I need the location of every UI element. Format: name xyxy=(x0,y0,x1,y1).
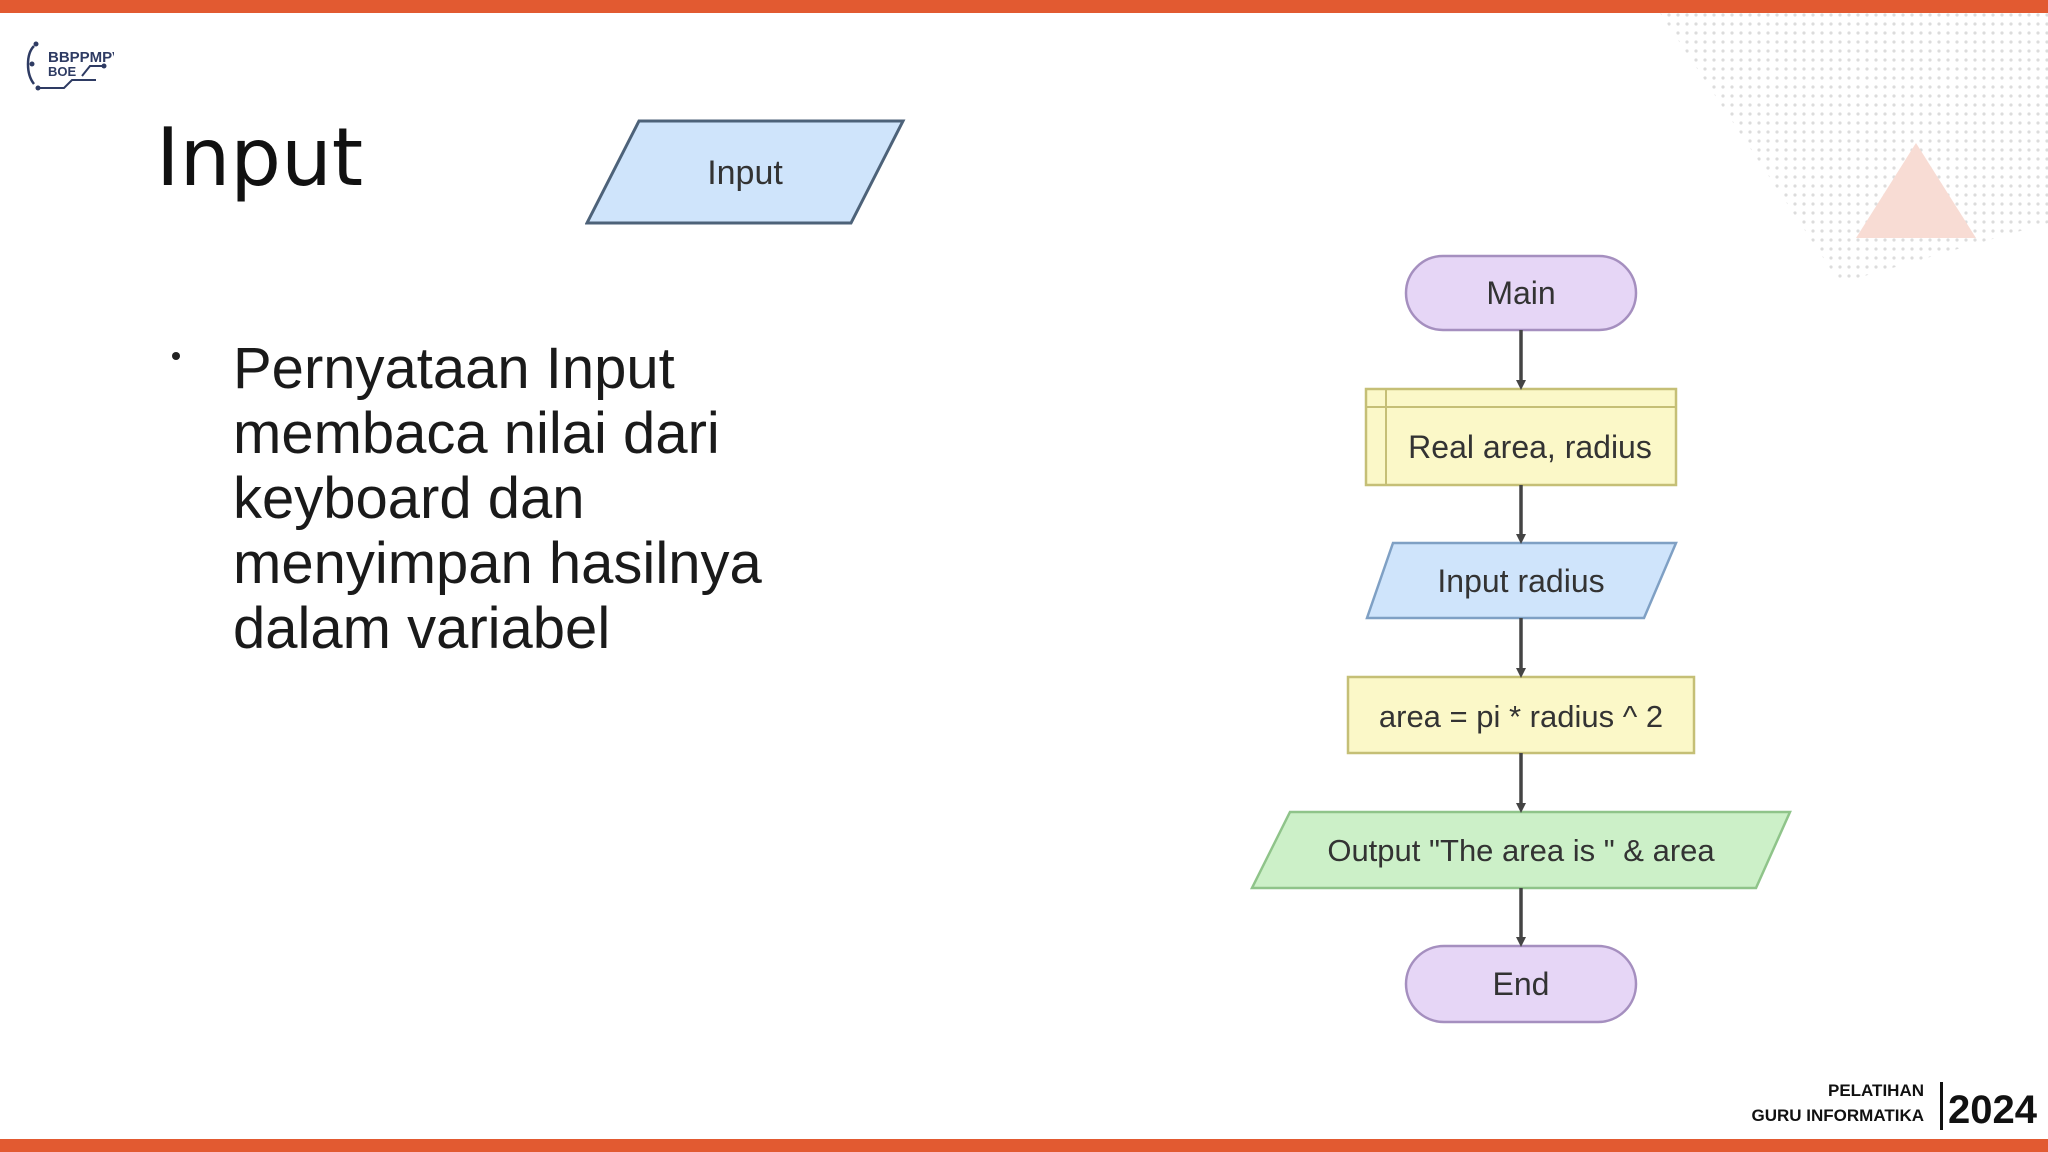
flow-node-end: End xyxy=(1404,944,1638,1024)
bullet-marker xyxy=(172,352,180,360)
flow-node-assignment-label: area = pi * radius ^ 2 xyxy=(1379,699,1663,734)
bottom-accent-bar xyxy=(0,1139,2048,1152)
flow-node-output: Output "The area is " & area xyxy=(1249,810,1792,890)
bullet-text: Pernyataan Input membaca nilai dari keyb… xyxy=(233,336,762,661)
flow-node-main-label: Main xyxy=(1486,275,1555,311)
logo-text-line1: BBPPMPV xyxy=(48,49,114,66)
flow-node-assignment: area = pi * radius ^ 2 xyxy=(1346,675,1696,755)
input-parallelogram-symbol: Input xyxy=(585,119,906,225)
footer-year: 2024 xyxy=(1948,1088,2037,1132)
flow-node-input: Input radius xyxy=(1365,541,1678,620)
footer-branding: PELATIHAN GURU INFORMATIKA 2024 xyxy=(1730,1074,2042,1134)
flow-node-output-label: Output "The area is " & area xyxy=(1327,833,1715,868)
bbppmpv-boe-logo: BBPPMPV BOE xyxy=(26,41,114,91)
flow-node-end-label: End xyxy=(1493,966,1550,1002)
footer-line2: GURU INFORMATIKA xyxy=(1751,1106,1925,1125)
footer-separator xyxy=(1940,1082,1943,1130)
footer-line1: PELATIHAN xyxy=(1827,1081,1924,1100)
corner-decoration xyxy=(1660,13,2048,283)
top-accent-bar xyxy=(0,0,2048,13)
flowchart: Main Real area, radius Input radius area… xyxy=(1249,254,1792,1024)
flow-node-declaration: Real area, radius xyxy=(1364,387,1678,487)
footer-program-name: PELATIHAN GURU INFORMATIKA xyxy=(1752,1078,1925,1128)
flow-node-main: Main xyxy=(1404,254,1638,332)
input-symbol-label: Input xyxy=(707,154,783,192)
flow-node-declaration-label: Real area, radius xyxy=(1408,429,1652,465)
logo-text-line2: BOE xyxy=(48,64,77,79)
slide-title: Input xyxy=(156,111,364,204)
flow-node-input-label: Input radius xyxy=(1437,563,1604,599)
